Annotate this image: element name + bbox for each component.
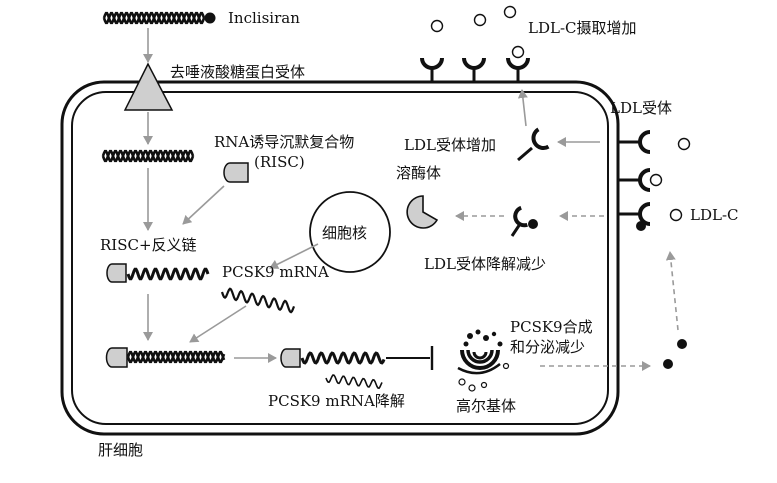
risc-complex-icon [223,162,249,183]
ldl-receptor-right-2 [618,168,663,192]
arrow-nucleus-to-mrna [269,243,319,269]
pcsk9-mrna-strand [220,287,296,314]
asgpr-label: 去唾液酸糖蛋白受体 [170,63,305,81]
risc-label-line1: RNA诱导沉默复合物 [214,133,354,151]
lysosome-label: 溶酶体 [396,164,441,182]
ldl-c-uptake-label: LDL-C摄取增加 [528,19,637,37]
pcsk9-mrna-degradation-label: PCSK9 mRNA降解 [268,392,405,410]
arrow-risc-to-antisense [182,185,225,225]
ldl-receptor-increase-label: LDL受体增加 [404,136,496,154]
ldl-receptor-top-2 [462,57,486,82]
golgi-label: 高尔基体 [456,397,516,415]
asgpr-receptor-icon [123,62,174,111]
recycling-receptor-icon [517,127,550,162]
risc-antisense-icon [106,263,210,283]
risc-mrna-complex-icon [105,347,226,368]
hepatocyte-label: 肝细胞 [98,441,143,459]
ldl-receptor-right-1 [618,130,651,154]
risc-antisense-label: RISC+反义链 [100,236,197,254]
ldl-c-label: LDL-C [690,206,739,224]
ldl-receptor-right-3 [618,202,651,231]
arrow-mrna-to-binding [189,305,247,343]
ldl-c-particles-top [430,5,517,33]
secreted-pcsk9-icon [663,359,673,369]
nucleus-icon [309,191,391,273]
cleaved-mrna-icon [280,348,386,390]
ldl-c-particle [677,137,691,151]
pcsk9-mrna-label: PCSK9 mRNA [222,263,329,281]
inclisiran-sirna-icon [102,11,206,25]
arrow-pcsk9-to-receptor [665,251,679,331]
arrow-receptor-to-membrane [517,89,528,127]
ldl-receptor-top-3 [506,45,530,82]
risc-label-line2: (RISC) [254,153,305,171]
hepatocyte-membrane [60,80,620,436]
nucleus-label: 细胞核 [322,224,367,242]
pcsk9-synthesis-label-line1: PCSK9合成 [510,318,593,336]
antisense-strand [126,267,210,281]
galnac-ligand-icon [204,12,216,24]
golgi-icon [457,329,510,392]
ldl-receptor-degradation-label: LDL受体降解减少 [424,255,546,273]
receptor-pcsk9-complex-icon [510,205,538,237]
lysosome-icon [406,195,439,229]
internalized-sirna-icon [101,149,195,163]
ldl-receptor-label: LDL受体 [610,99,672,117]
secreted-pcsk9-icon-2 [677,339,687,349]
pcsk9-synthesis-label-line2: 和分泌减少 [510,338,585,356]
ldl-receptor-top-1 [420,57,444,82]
ldl-c-particle-legend [669,208,683,222]
hepatocyte-inner-membrane [71,91,609,425]
inclisiran-label: Inclisiran [228,9,300,27]
